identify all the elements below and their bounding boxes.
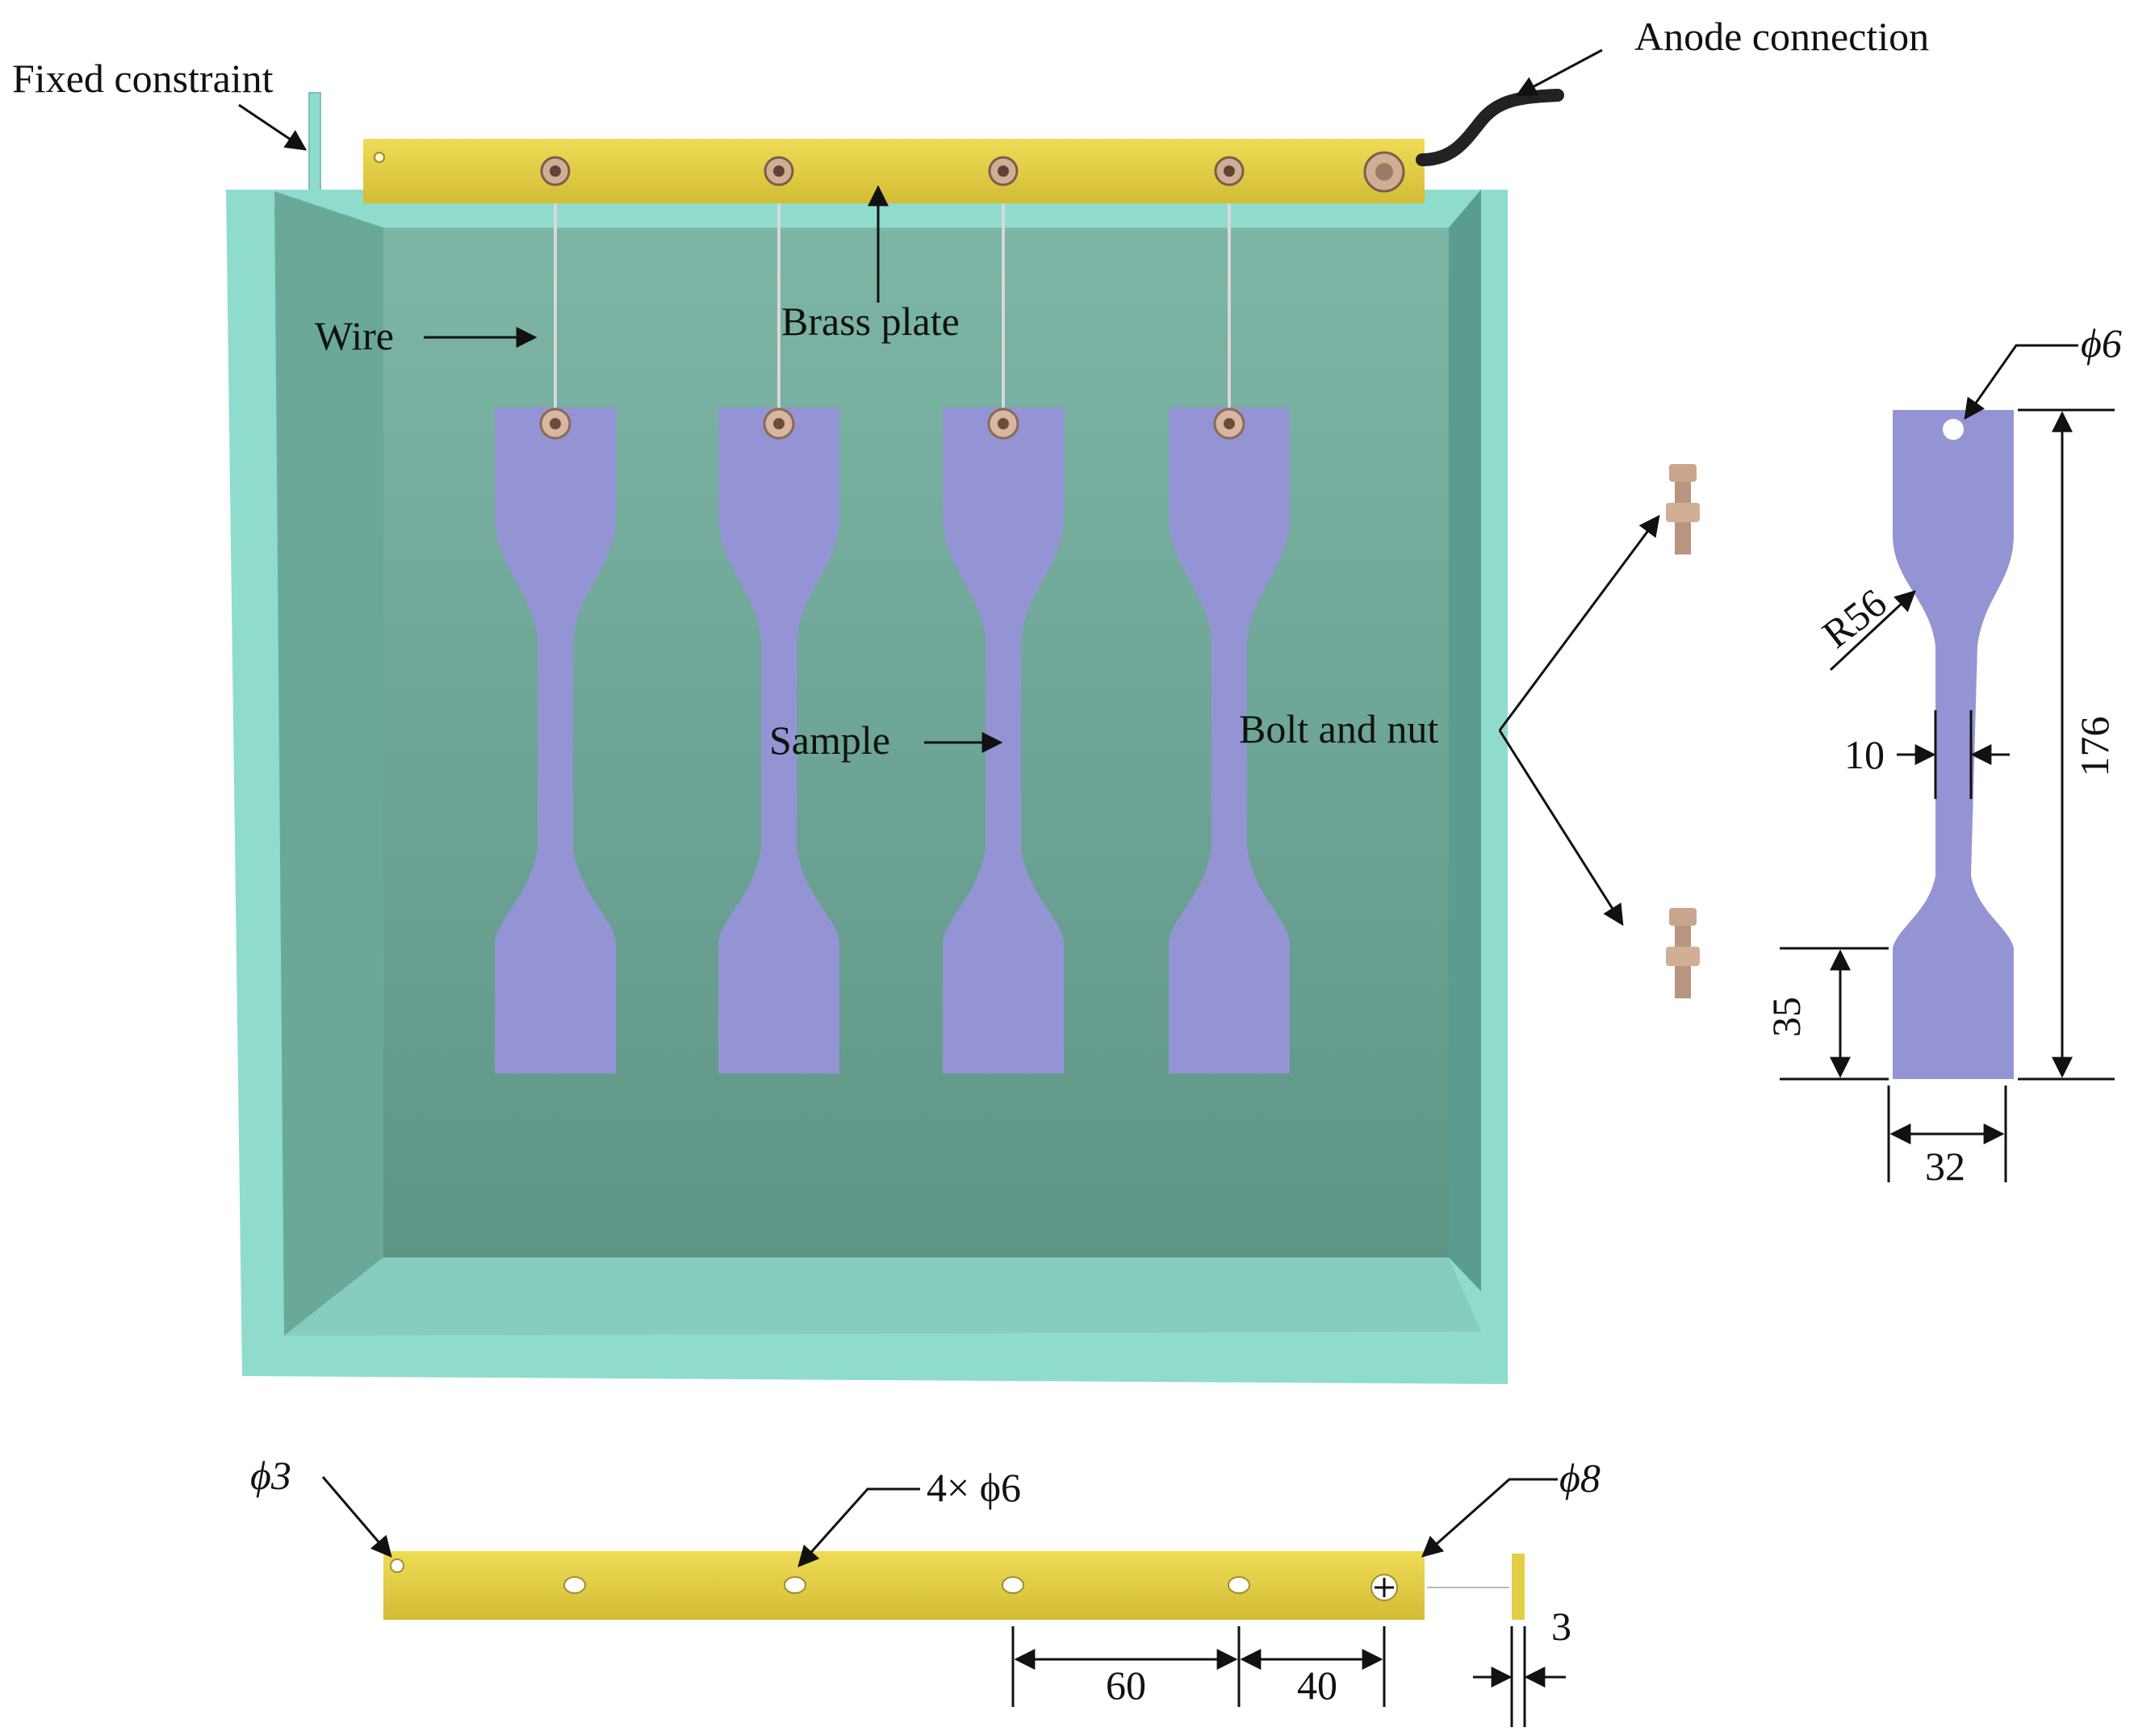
support-rod [308,92,321,203]
plate-drawing-hole-4 [1228,1576,1250,1594]
plate-bolts [540,151,1405,193]
label-fixed-constraint: Fixed constraint [12,56,274,101]
dim-radius-leader [1829,590,1916,671]
bolt-head-1 [1669,464,1697,482]
plate-drawing-body [383,1551,1425,1620]
dim-plate-thickness: 3 [1551,1604,1571,1649]
dim-specimen-radius: R56 [1814,579,1894,656]
fixed-hole [374,152,385,163]
tank-left-wall [274,191,383,1336]
specimen-hole [1943,419,1964,440]
samples [495,408,1290,1073]
bolt-head-2 [1669,908,1697,926]
label-bolt-and-nut: Bolt and nut [1239,706,1438,751]
plate-drawing-end-hole [390,1558,404,1573]
brass-plate-body [363,139,1425,203]
plate-drawing-hole-3 [1002,1576,1024,1594]
plate-bolt-center-2 [773,165,785,177]
sample-bolt-center-2 [773,418,785,429]
sample-4 [1169,408,1290,1073]
dim-anode-hole-leader [1421,1478,1558,1558]
dim-hole-leader [1964,344,2078,420]
plate-drawing: ϕ3 4× ϕ6 ϕ8 60 40 3 [250,1453,1601,1727]
plate-side-view [1512,1554,1525,1620]
plate-drawing-holes [563,1576,1250,1594]
anode-bolt-center [1375,163,1393,181]
bolt-nut-1 [1666,503,1700,522]
sample-bolt-center-3 [998,418,1009,429]
dim-plate-spacing-40: 40 [1297,1663,1337,1708]
sample-bolt-center-1 [550,418,561,429]
plate-bolt-center-1 [550,165,561,177]
sample-3 [943,408,1064,1073]
pointer-bolt-upper [1498,514,1660,731]
specimen-drawing: ϕ6 R56 176 10 35 32 [1764,320,2122,1189]
dim-end-hole-leader [321,1476,392,1558]
sample-bolt-center-4 [1224,418,1235,429]
sample-2 [718,408,839,1073]
label-sample: Sample [769,717,890,763]
dim-plate-end-hole: ϕ3 [250,1453,291,1498]
spare-bolts [1666,464,1700,998]
dim-grip-width: 32 [1925,1144,1965,1189]
wires [554,176,1231,424]
pointer-fixed-constraint [238,103,308,151]
dim-plate-spacing-60: 60 [1106,1663,1146,1708]
pointer-bolt-lower [1498,730,1624,927]
specimen-shape [1893,410,2014,1079]
label-wire: Wire [315,313,394,358]
top-brass-plate [363,139,1425,203]
bolt-nut-2 [1666,947,1700,966]
plate-bolt-center-3 [998,165,1009,177]
anode-cable [1416,89,1564,166]
sample-1 [495,408,616,1073]
plate-drawing-hole-1 [563,1576,586,1594]
label-anode-connection: Anode connection [1634,14,1929,59]
dim-grip-length: 35 [1764,997,1809,1037]
plate-drawing-hole-2 [784,1576,806,1594]
tank-floor [284,1257,1481,1336]
dim-plate-anode-hole: ϕ8 [1559,1455,1601,1500]
dim-plate-mid-holes: 4× ϕ6 [927,1465,1021,1510]
dim-gauge-width: 10 [1844,732,1885,777]
labels: Fixed constraint Anode connection Brass … [12,14,1929,927]
tank-right-wall [1449,190,1481,1291]
dim-mid-holes-leader [797,1487,920,1567]
label-brass-plate: Brass plate [781,299,960,344]
dim-specimen-length: 176 [2072,717,2117,777]
pointer-anode-connection [1515,48,1603,97]
plate-bolt-center-4 [1224,165,1235,177]
dim-specimen-hole: ϕ6 [2081,320,2122,366]
